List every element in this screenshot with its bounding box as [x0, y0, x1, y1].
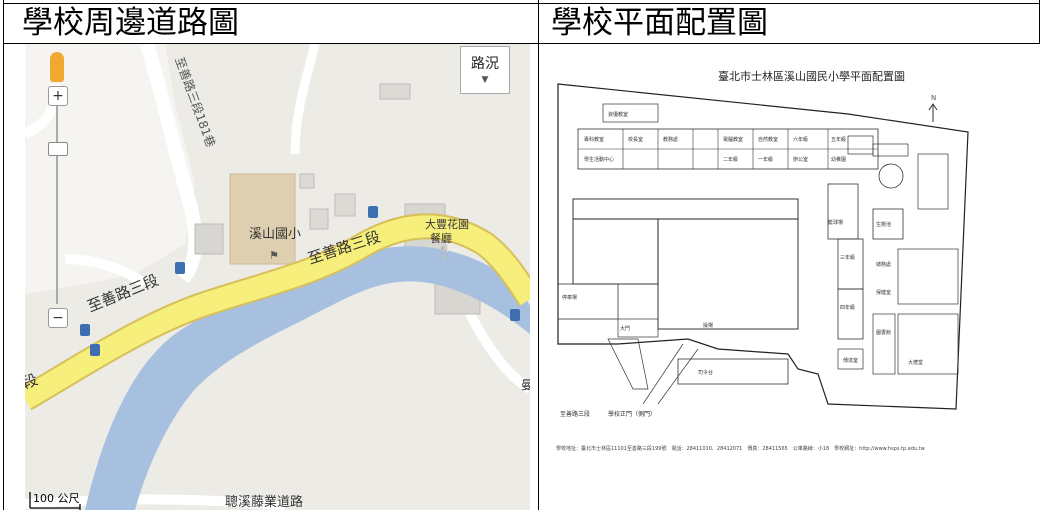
restaurant-label: 大豐花園	[425, 217, 469, 231]
traffic-button-label: 路況	[471, 56, 499, 72]
road-shield-icon	[510, 309, 520, 321]
road-shield-icon	[175, 262, 185, 274]
zoom-slider-track[interactable]	[56, 106, 58, 304]
room-label: 幼稚園	[831, 156, 846, 163]
room-label: 學生活動中心	[584, 156, 614, 163]
sports-field	[657, 218, 799, 330]
zoom-slider-handle[interactable]	[48, 142, 68, 156]
pegman-icon[interactable]	[50, 52, 64, 82]
edge-label: 曼	[521, 378, 530, 392]
room-label: 二年級	[723, 156, 738, 163]
room-label: 資優教室	[608, 111, 628, 118]
room-label: 四年級	[840, 304, 855, 311]
room-label: 總務處	[876, 261, 891, 268]
map-section-title: 學校周邊道路圖	[22, 5, 239, 41]
pool-icon	[878, 163, 904, 189]
table-column-divider	[538, 0, 539, 510]
road-shield-icon	[80, 324, 90, 336]
room-label: 六年級	[793, 136, 808, 143]
table-border-top	[3, 3, 1040, 4]
road-label-plan: 至善路三段	[560, 410, 590, 418]
room-label: 辦公室	[793, 156, 808, 163]
room-label: 籃球場	[828, 219, 843, 226]
room-label: 大禮堂	[908, 359, 923, 366]
road-map[interactable]: 至善路三段 至善路三段 至善路三段181巷 段 溪山國小 大豐花園 餐廳 🍴 ⚑…	[25, 44, 530, 510]
table-border-left	[3, 0, 4, 510]
school-label: 溪山國小	[249, 227, 301, 242]
room-label: 五年級	[831, 136, 846, 143]
room-label: 停車場	[562, 294, 577, 301]
room-label: 三年級	[840, 254, 855, 261]
river	[85, 246, 530, 510]
room-label: 電腦教室	[723, 136, 743, 143]
restaurant-icon: 🍴	[437, 244, 453, 260]
room-label: 校長室	[628, 136, 643, 143]
zoom-out-button[interactable]: −	[48, 308, 68, 328]
room-label: 專科教室	[584, 136, 604, 143]
room-label: 司令台	[698, 369, 713, 376]
bottom-road-label: 聰溪藤業道路	[225, 494, 303, 510]
room-label: 自然教室	[758, 136, 778, 143]
site-boundary	[557, 83, 969, 410]
room-label: 大門	[620, 325, 630, 332]
room-label: 生態池	[876, 221, 891, 228]
plan-footer: 學校地址：臺北市士林區11101至善路三段199號 電話：28411010、28…	[556, 445, 925, 452]
traffic-button[interactable]: 路況 ▼	[460, 46, 510, 94]
room-label: 教務處	[663, 136, 678, 143]
room-label: 保健室	[876, 289, 891, 296]
plan-title: 臺北市士林區溪山國民小學平面配置圖	[718, 69, 905, 83]
road-shield-icon	[90, 344, 100, 356]
room-label: 傳達室	[843, 357, 858, 364]
school-icon: ⚑	[269, 249, 279, 262]
restaurant-label-2: 餐廳	[430, 231, 452, 245]
road-shield-icon	[368, 206, 378, 218]
north-arrow-icon: N	[931, 94, 936, 102]
map-canvas: 至善路三段 至善路三段 至善路三段181巷 段 溪山國小 大豐花園 餐廳 🍴 ⚑…	[25, 44, 530, 510]
gate-label: 學校正門（側門）	[608, 410, 656, 418]
table-header-divider	[3, 43, 1040, 44]
scale-label: 100 公尺	[33, 492, 80, 505]
room-label: 操場	[703, 322, 713, 329]
school-building	[229, 173, 296, 265]
room-label: 一年級	[758, 156, 773, 163]
plan-section-title: 學校平面配置圖	[551, 5, 768, 41]
zoom-in-button[interactable]: +	[48, 86, 68, 106]
chevron-down-icon: ▼	[481, 75, 489, 85]
main-road	[25, 215, 530, 409]
scale-bar	[29, 492, 81, 510]
room-label: 圖書館	[876, 329, 891, 336]
floor-plan-drawing: 臺北市士林區溪山國民小學平面配置圖 N	[556, 69, 969, 452]
school-floor-plan: 臺北市士林區溪山國民小學平面配置圖 N	[548, 44, 1040, 510]
